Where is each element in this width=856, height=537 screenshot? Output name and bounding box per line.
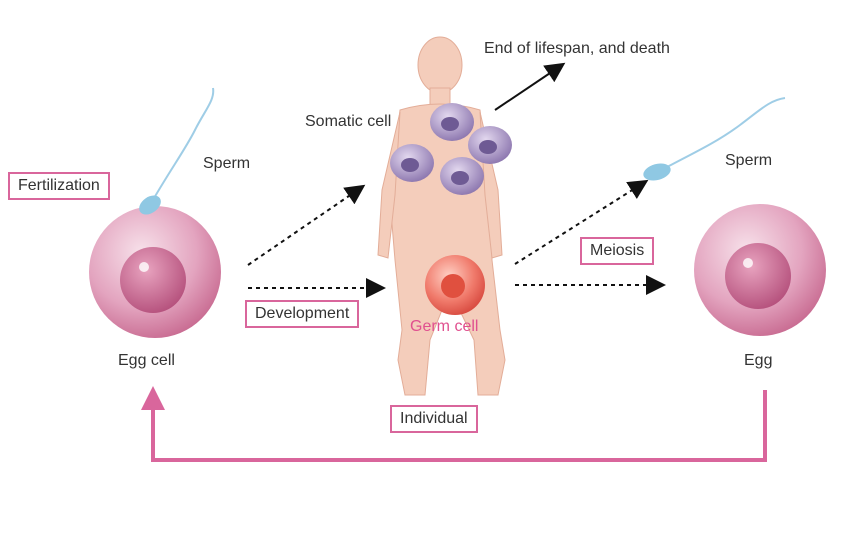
label-fertilization: Fertilization xyxy=(8,172,110,200)
label-germ-cell: Germ cell xyxy=(410,318,479,335)
label-development: Development xyxy=(245,300,360,328)
arrows xyxy=(247,62,666,298)
label-egg: Egg xyxy=(744,352,773,369)
label-egg-cell: Egg cell xyxy=(118,352,175,369)
label-meiosis: Meiosis xyxy=(580,237,655,265)
egg-cell-illustration xyxy=(89,87,221,338)
egg-illustration xyxy=(643,97,826,336)
label-somatic-cell: Somatic cell xyxy=(305,113,392,130)
label-sperm-left: Sperm xyxy=(203,155,251,172)
germ-cell xyxy=(425,255,485,315)
label-sperm-right: Sperm xyxy=(725,152,773,169)
label-individual: Individual xyxy=(390,405,478,433)
label-end-of-lifespan: End of lifespan, and death xyxy=(484,40,670,57)
cycle-arrow xyxy=(141,386,767,462)
human-body-illustration xyxy=(377,36,506,396)
somatic-cells xyxy=(390,103,512,195)
